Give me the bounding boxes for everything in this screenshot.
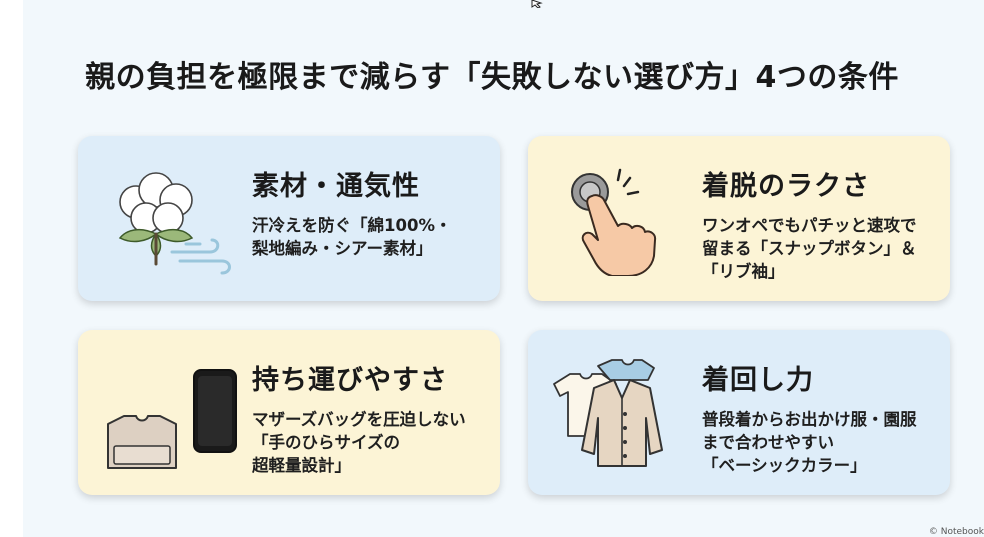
finger-press-icon	[571, 168, 657, 276]
condition-card-portability: 持ち運びやすさ マザーズバッグを圧迫しない 「手のひらサイズの 超軽量設計」	[78, 330, 500, 495]
condition-card-material: 素材・通気性 汗冷えを防ぐ「綿100%・ 梨地編み・シアー素材」	[78, 136, 500, 301]
card-title: 着回し力	[702, 365, 814, 396]
card-title: 素材・通気性	[252, 171, 420, 202]
condition-card-ease: 着脱のラクさ ワンオペでもパチッと速攻で 留まる「スナップボタン」＆ 「リブ袖」	[528, 136, 950, 301]
cardigan-icon	[553, 359, 663, 467]
card-description: ワンオペでもパチッと速攻で 留まる「スナップボタン」＆ 「リブ袖」	[702, 216, 917, 281]
page-title: 親の負担を極限まで減らす「失敗しない選び方」4つの条件	[85, 60, 899, 95]
watermark: © Notebook	[928, 527, 984, 537]
mouse-cursor-icon	[531, 0, 543, 8]
card-title: 着脱のラクさ	[702, 171, 870, 202]
card-description: 普段着からお出かけ服・園服 まで合わせやすい 「ベーシックカラー」	[702, 410, 917, 475]
card-description: マザーズバッグを圧迫しない 「手のひらサイズの 超軽量設計」	[252, 410, 466, 475]
cotton-icon	[118, 172, 231, 275]
card-description: 汗冷えを防ぐ「綿100%・ 梨地編み・シアー素材」	[252, 216, 452, 258]
folded-clothes-phone-icon	[107, 369, 237, 469]
card-title: 持ち運びやすさ	[252, 365, 448, 396]
condition-card-versatility: 着回し力 普段着からお出かけ服・園服 まで合わせやすい 「ベーシックカラー」	[528, 330, 950, 495]
